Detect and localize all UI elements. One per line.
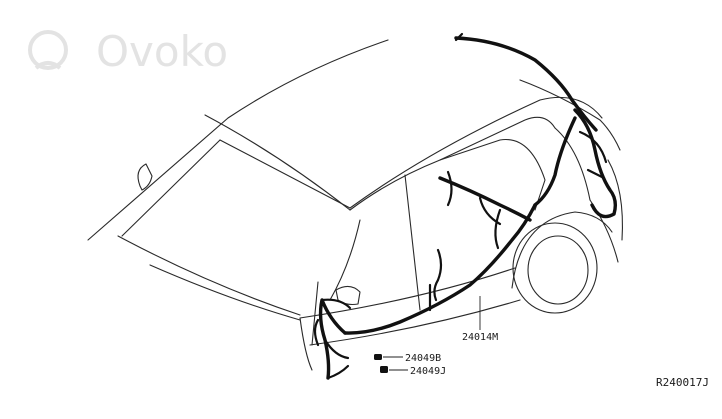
harness-main-floor <box>343 203 537 335</box>
harness-front-end <box>326 364 350 380</box>
hood-front-edge <box>149 264 301 321</box>
harness-c-pillar-drop <box>533 116 577 207</box>
harness-center-branch-1 <box>446 170 453 207</box>
windshield-top-edge <box>219 139 351 209</box>
wheel-arch <box>511 211 613 289</box>
harness-rear-loom <box>573 108 618 219</box>
lower-body <box>299 317 313 371</box>
grommet-part-icon <box>374 354 382 360</box>
small-parts <box>374 354 388 373</box>
door-frame-front <box>349 116 556 211</box>
rear-wheel <box>511 211 613 314</box>
harness-b-pillar-drop <box>433 248 443 302</box>
rear-bumper <box>607 159 623 241</box>
harness-center-body <box>438 176 532 222</box>
front-pillar-base <box>311 281 319 346</box>
wiring-harness <box>313 32 618 380</box>
harness-front-branch-1 <box>320 298 352 310</box>
mirror <box>137 163 153 191</box>
ovoko-logo-icon <box>28 30 68 70</box>
harness-rear-branch-1 <box>578 130 608 164</box>
callout-harness-label: 24014M <box>462 332 498 343</box>
harness-front-branch-3 <box>313 318 320 347</box>
harness-rear-branch-2 <box>586 168 606 180</box>
roof-line <box>87 39 389 241</box>
roof-rear <box>519 79 621 151</box>
harness-roof-branch <box>454 32 464 42</box>
harness-front-junction <box>318 298 347 380</box>
callout-grommet-label: 24049B <box>405 353 441 364</box>
a-pillar <box>204 114 351 211</box>
watermark: Ovoko <box>28 27 228 76</box>
c-pillar <box>554 127 591 201</box>
car-body-outline <box>87 39 623 371</box>
figure-reference: R240017J <box>656 376 709 389</box>
callout-clip-label: 24049J <box>410 366 446 377</box>
harness-roof-run <box>454 36 598 132</box>
hood-line <box>117 235 301 316</box>
watermark-text: Ovoko <box>96 27 228 76</box>
harness-center-branch-3 <box>494 208 502 250</box>
windshield-lower-edge <box>121 139 221 237</box>
callout-leaders <box>383 296 481 371</box>
roof-rail <box>349 96 603 209</box>
rocker-line <box>309 299 521 346</box>
rear-door-window <box>439 138 546 211</box>
front-door-edge <box>329 219 361 301</box>
clip-part-icon <box>380 366 388 373</box>
b-pillar <box>404 174 421 311</box>
harness-front-branch-2 <box>323 338 350 360</box>
